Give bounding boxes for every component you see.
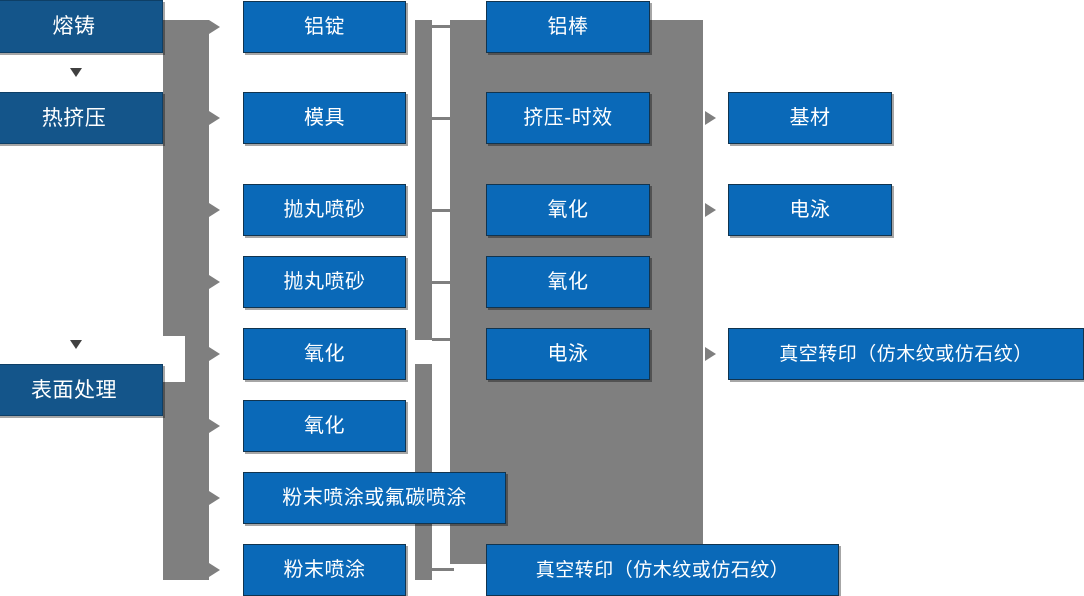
stub-mid-5 [432,338,454,341]
stub-mid-2 [432,117,454,120]
arrow-down-extrusion-to-surface [70,340,82,349]
stub-mid-3 [432,209,454,212]
c3-oxidation-1-label: 氧化 [547,199,589,221]
arrow-to-electrophoresis-c4 [705,203,716,217]
c3-aluminum-bar[interactable]: 铝棒 [486,1,650,53]
arrow-to-shot-blast-1 [209,203,220,217]
stub-mid-1 [432,25,454,28]
arrow-to-oxidation-c2-1 [209,347,220,361]
stage-hot-extrusion[interactable]: 热挤压 [0,92,163,144]
stage-melt-cast[interactable]: 熔铸 [0,0,163,53]
c2-shot-blast-1-label: 抛丸喷砂 [283,199,366,221]
c3-aluminum-bar-label: 铝棒 [547,16,589,38]
c2-mold-label: 模具 [304,107,345,129]
c3-oxidation-2-label: 氧化 [547,271,589,293]
c3-extrude-aging[interactable]: 挤压-时效 [486,92,650,144]
arrow-to-base-material [705,111,716,125]
c2-powder-coating[interactable]: 粉末喷涂 [243,544,406,596]
c4-vacuum-transfer[interactable]: 真空转印（仿木纹或仿石纹） [728,328,1084,380]
arrow-down-melt-to-extrusion [70,68,82,77]
arrow-to-aluminum-ingot [209,20,220,34]
stub-mid-6 [432,568,454,571]
c3-electrophoresis-label: 电泳 [547,343,589,365]
c4-vacuum-transfer-label: 真空转印（仿木纹或仿石纹） [779,343,1033,365]
connector-rail-mid-upper [415,20,432,340]
c3-vacuum-transfer-label: 真空转印（仿木纹或仿石纹） [535,559,790,581]
connector-trunk-notch [163,336,185,382]
arrow-to-mold [209,111,220,125]
arrow-to-powder-or-pvdf [209,491,220,505]
c2-powder-or-pvdf[interactable]: 粉末喷涂或氟碳喷涂 [243,472,506,524]
c4-electrophoresis-label: 电泳 [789,199,831,221]
c2-oxidation-1-label: 氧化 [304,343,345,365]
c2-aluminum-ingot-label: 铝锭 [304,16,345,38]
c4-base-material-label: 基材 [789,107,831,129]
c3-oxidation-1[interactable]: 氧化 [486,184,650,236]
c3-vacuum-transfer[interactable]: 真空转印（仿木纹或仿石纹） [486,544,839,596]
c2-oxidation-2-label: 氧化 [304,415,345,437]
stage-surface-treat-label: 表面处理 [31,378,117,402]
arrow-to-shot-blast-2 [209,275,220,289]
connector-trunk-left-lower [163,364,209,580]
arrow-to-powder-coating [209,563,220,577]
c4-base-material[interactable]: 基材 [728,92,892,144]
arrow-to-vacuum-transfer-c4 [705,347,716,361]
stage-hot-extrusion-label: 热挤压 [41,106,107,130]
c2-powder-or-pvdf-label: 粉末喷涂或氟碳喷涂 [282,487,467,509]
stage-surface-treat[interactable]: 表面处理 [0,364,163,416]
c2-shot-blast-1[interactable]: 抛丸喷砂 [243,184,406,236]
c3-electrophoresis[interactable]: 电泳 [486,328,650,380]
stage-melt-cast-label: 熔铸 [52,15,96,38]
c2-aluminum-ingot[interactable]: 铝锭 [243,1,406,53]
c2-shot-blast-2[interactable]: 抛丸喷砂 [243,256,406,308]
c2-oxidation-1[interactable]: 氧化 [243,328,406,380]
c2-powder-coating-label: 粉末喷涂 [283,559,366,581]
c2-oxidation-2[interactable]: 氧化 [243,400,406,452]
c2-mold[interactable]: 模具 [243,92,406,144]
stub-mid-4 [432,281,454,284]
arrow-to-oxidation-c2-2 [209,419,220,433]
c4-electrophoresis[interactable]: 电泳 [728,184,892,236]
c2-shot-blast-2-label: 抛丸喷砂 [283,271,366,293]
c3-oxidation-2[interactable]: 氧化 [486,256,650,308]
connector-elbow-surface [163,388,209,392]
c3-extrude-aging-label: 挤压-时效 [523,107,613,129]
